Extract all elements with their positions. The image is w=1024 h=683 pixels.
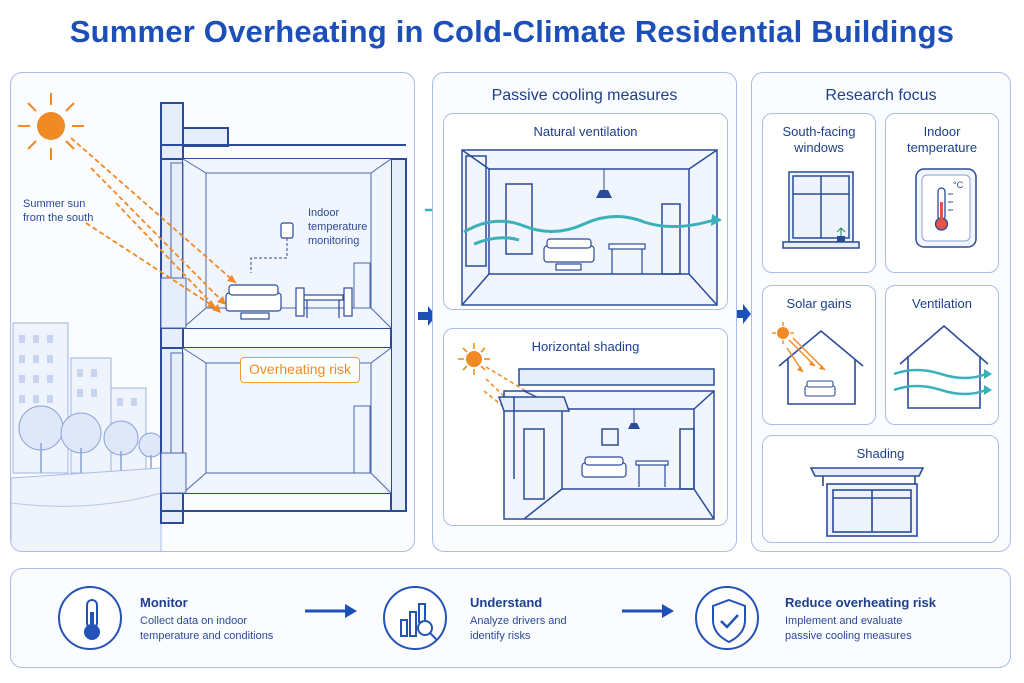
celsius-unit: °C xyxy=(953,180,964,190)
overheating-risk-badge: Overheating risk xyxy=(240,357,360,383)
shading-title: Shading xyxy=(856,446,905,461)
house-airflow-icon xyxy=(893,324,992,409)
research-focus-title: Research focus xyxy=(825,87,937,104)
passive-cooling-panel: Passive cooling measures Natural ventila… xyxy=(432,72,737,552)
shading-card: Shading xyxy=(762,435,999,543)
chart-magnifier-icon xyxy=(383,586,447,650)
step-understand-title: Understand xyxy=(470,595,543,610)
window-icon xyxy=(782,171,860,249)
natural-ventilation-card: Natural ventilation xyxy=(443,113,728,310)
step-understand-desc: Analyze drivers and identify risks xyxy=(470,615,567,642)
passive-cooling-title: Passive cooling measures xyxy=(491,87,678,104)
step-monitor-desc: Collect data on indoor temperature and c… xyxy=(140,615,274,642)
arrow-right-icon xyxy=(622,604,674,618)
solar-gains-card: Solar gains xyxy=(762,285,876,425)
sun-label: Summer sun from the south xyxy=(23,198,94,224)
horizontal-shading-illustration xyxy=(458,343,715,520)
ventilation-card: Ventilation xyxy=(885,285,999,425)
step-monitor-title: Monitor xyxy=(140,595,188,610)
house-sun-icon xyxy=(772,322,864,405)
natural-ventilation-illustration xyxy=(461,149,722,306)
building-section-panel: Summer sun from the south Indoor tempera… xyxy=(10,72,415,552)
solar-gains-title: Solar gains xyxy=(786,296,852,311)
building-illustration xyxy=(11,93,407,551)
process-strip xyxy=(10,568,1011,668)
arrow-right-icon xyxy=(305,604,357,618)
step-reduce-title: Reduce overheating risk xyxy=(785,595,936,610)
thermometer-icon xyxy=(58,586,122,650)
south-facing-windows-title: South-facing windows xyxy=(782,124,856,155)
page-title: Summer Overheating in Cold-Climate Resid… xyxy=(69,14,955,49)
indoor-temperature-card: Indoor temperature °C xyxy=(885,113,999,273)
research-focus-panel: Research focus South-facing windows Indo… xyxy=(751,72,1011,552)
horizontal-shading-card: Horizontal shading xyxy=(443,328,728,526)
thermostat-icon xyxy=(915,168,977,248)
ventilation-title: Ventilation xyxy=(912,296,972,311)
step-reduce-desc: Implement and evaluate passive cooling m… xyxy=(785,615,912,642)
window-awning-icon xyxy=(809,467,925,537)
sensor-label: Indoor temperature monitoring xyxy=(308,207,368,247)
south-facing-windows-card: South-facing windows xyxy=(762,113,876,273)
indoor-temperature-title: Indoor temperature xyxy=(906,124,978,155)
horizontal-shading-title: Horizontal shading xyxy=(531,339,640,354)
natural-ventilation-title: Natural ventilation xyxy=(533,124,638,139)
shield-check-icon xyxy=(695,586,759,650)
